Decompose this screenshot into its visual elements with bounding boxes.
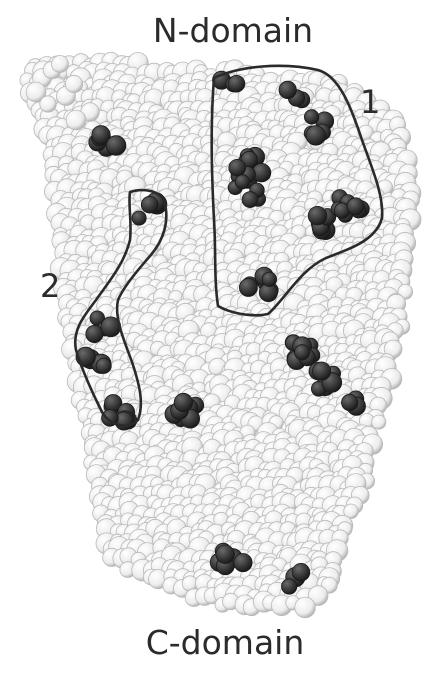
highlighted-atom bbox=[227, 74, 246, 93]
n-domain-label: N-domain bbox=[152, 11, 314, 50]
highlighted-atom bbox=[312, 361, 332, 381]
region-1-label: 1 bbox=[360, 83, 381, 121]
atom bbox=[64, 74, 84, 94]
highlighted-atom bbox=[303, 109, 320, 125]
atom bbox=[39, 95, 57, 113]
highlighted-atom bbox=[341, 393, 359, 412]
highlighted-atom bbox=[131, 210, 147, 226]
highlighted-atom bbox=[140, 195, 159, 214]
atom bbox=[294, 596, 316, 619]
atom bbox=[65, 109, 87, 131]
highlighted-atom bbox=[228, 159, 247, 177]
atom bbox=[371, 414, 387, 430]
highlighted-atom bbox=[305, 125, 327, 146]
atom bbox=[343, 503, 359, 520]
highlighted-atom bbox=[238, 278, 258, 297]
highlighted-atom bbox=[234, 174, 250, 190]
highlighted-atom bbox=[261, 271, 277, 287]
highlighted-residue-layer bbox=[75, 70, 370, 595]
highlighted-atom bbox=[215, 544, 235, 565]
highlighted-atom bbox=[307, 205, 328, 226]
highlighted-atom bbox=[233, 553, 253, 573]
region-2-outline bbox=[73, 188, 168, 427]
highlighted-atom bbox=[173, 392, 193, 413]
highlighted-atom bbox=[91, 125, 111, 145]
atom bbox=[25, 81, 47, 103]
highlighted-atom bbox=[278, 80, 297, 100]
region-1-outline bbox=[210, 64, 384, 317]
highlighted-atom bbox=[95, 357, 112, 374]
region-2-label: 2 bbox=[40, 267, 61, 305]
c-domain-label: C-domain bbox=[145, 623, 305, 662]
highlighted-atom bbox=[291, 563, 311, 582]
highlighted-atom bbox=[85, 324, 104, 343]
highlighted-atom bbox=[105, 135, 127, 156]
highlighted-atom bbox=[241, 191, 259, 209]
atom bbox=[51, 55, 69, 73]
highlighted-atom bbox=[281, 578, 298, 595]
highlighted-atom bbox=[346, 197, 365, 216]
highlighted-atom bbox=[294, 344, 311, 361]
